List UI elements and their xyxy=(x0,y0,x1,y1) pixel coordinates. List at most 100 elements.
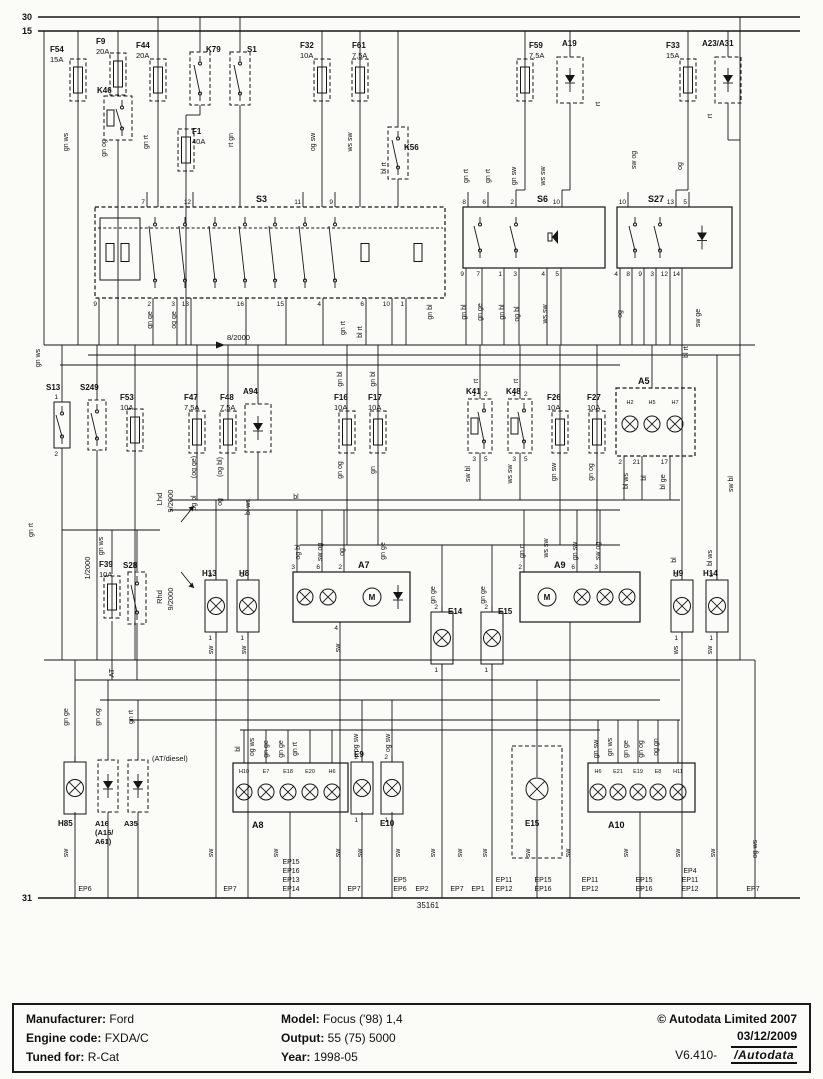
bus-label: 15 xyxy=(22,26,32,36)
lamp-icon xyxy=(296,588,314,606)
contact-icon xyxy=(298,225,306,281)
wire-color-label: og xyxy=(677,162,684,170)
unit-label: A10 xyxy=(608,820,625,830)
earth-point-label: EP16 xyxy=(635,886,652,893)
wire-color-label: bl rt xyxy=(381,162,388,174)
lamp-icon xyxy=(621,415,639,433)
earth-point-label: EP12 xyxy=(681,886,698,893)
wire-color-label: sw xyxy=(395,848,402,858)
note-label: Lhd xyxy=(155,493,164,506)
wire-color-label: (og bl) xyxy=(217,457,224,477)
contact-icon xyxy=(333,222,337,227)
unit-A5 xyxy=(615,387,696,457)
diode-icon xyxy=(133,781,143,789)
note-label: 9/2000 xyxy=(166,490,175,513)
lamp-icon xyxy=(609,783,627,801)
pin-number: 1 xyxy=(674,635,678,642)
pin-number: 13 xyxy=(182,301,190,308)
fuse-rating: 20A xyxy=(96,47,109,56)
legend-right-column: © Autodata Limited 2007 03/12/2009 V6.41… xyxy=(611,1012,797,1064)
wire-color-label: sw xyxy=(707,645,714,655)
inner-component-label: H6 xyxy=(328,769,335,775)
lamp-icon xyxy=(596,588,614,606)
earth-point-label: EP7 xyxy=(223,886,236,893)
contact-icon xyxy=(477,411,485,442)
wire-color-label: gn bl xyxy=(337,371,344,387)
manufacturer-value: Ford xyxy=(109,1012,135,1026)
wire-color-label: sw xyxy=(482,848,489,858)
wire-color-label: sw xyxy=(457,848,464,858)
lamp-icon xyxy=(673,597,691,615)
pin-number: 3 xyxy=(594,564,598,571)
pin-number: 3 xyxy=(291,564,295,571)
pin-number: 3 xyxy=(512,456,516,463)
pin-number: 6 xyxy=(571,564,575,571)
device-label: K46 xyxy=(97,86,112,95)
contact-icon xyxy=(514,222,518,227)
wire-color-label: gn rt xyxy=(519,544,526,558)
wire-color-label: og sw xyxy=(353,733,360,752)
speaker-icon xyxy=(552,230,558,244)
lamp-icon xyxy=(632,786,644,798)
wire-color-label: sw xyxy=(241,645,248,655)
pin-number: 3 xyxy=(171,301,175,308)
diode-icon xyxy=(253,423,263,431)
pin-number: 11 xyxy=(294,199,301,206)
pin-number: 10 xyxy=(619,199,627,206)
fuse-label: F44 xyxy=(136,41,150,50)
autodata-logo: Autodata xyxy=(731,1046,797,1064)
lamp-icon xyxy=(669,418,681,430)
fuse-label: F1 xyxy=(192,127,202,136)
fuse-label: F26 xyxy=(547,393,561,402)
pin-number: 1 xyxy=(512,391,516,398)
fuse-label: F39 xyxy=(99,560,113,569)
contact-icon xyxy=(633,222,637,227)
device-S249 xyxy=(87,399,107,451)
inner-component-label: H6 xyxy=(594,769,601,775)
fuse-label: F59 xyxy=(529,41,543,50)
resistor-icon xyxy=(120,243,130,262)
lamp-icon xyxy=(669,783,687,801)
fuse-rating: 40A xyxy=(192,137,205,146)
lamp-icon xyxy=(483,629,501,647)
lamp-icon xyxy=(279,783,297,801)
contact-icon xyxy=(153,222,157,227)
wire-color-label: gn og xyxy=(337,461,344,479)
pin-number: 9 xyxy=(638,271,642,278)
lamp-label: H14 xyxy=(703,569,718,578)
lamp-icon xyxy=(576,591,588,603)
pin-number: 4 xyxy=(317,301,321,308)
bus-label: 30 xyxy=(22,12,32,22)
fuse-label: F53 xyxy=(120,393,134,402)
output-value: 55 (75) 5000 xyxy=(327,1031,396,1045)
wire-color-label: og bl xyxy=(514,306,521,322)
wire-color-label: sw og xyxy=(317,543,324,561)
wire-color-label: gn sw xyxy=(593,739,600,758)
unit-label: S3 xyxy=(256,194,267,204)
wire-color-label: og gn xyxy=(653,738,660,756)
lamp-label: E15 xyxy=(498,607,513,616)
lamp-icon xyxy=(592,786,604,798)
lamp-icon xyxy=(239,597,257,615)
earth-point-label: EP11 xyxy=(496,877,513,884)
wire-color-label: bl xyxy=(235,746,242,752)
note-label: Rhd xyxy=(155,590,164,604)
pin-number: 1 xyxy=(472,391,476,398)
wire-color-label: gn ge xyxy=(623,740,630,758)
wire-color-label: gn rt xyxy=(128,710,135,724)
contact-icon xyxy=(115,108,123,129)
device-label: (A16/ xyxy=(95,828,114,837)
wire-color-label: sw xyxy=(273,848,280,858)
wire-color-label: sw xyxy=(335,848,342,858)
unit-label: S27 xyxy=(648,194,664,204)
lamp-icon xyxy=(618,588,636,606)
pin-number: 2 xyxy=(674,572,678,579)
fuse-label: F17 xyxy=(368,393,382,402)
fuse-rating: 10A xyxy=(547,403,560,412)
wire-color-label: og bl xyxy=(295,544,302,560)
wiring-diagram: 301531F5415AF920AF4420AF3210AF617,5AF597… xyxy=(22,12,800,910)
pin-number: 2 xyxy=(510,199,514,206)
legend-row: Manufacturer: Ford xyxy=(26,1012,281,1026)
pin-number: 2 xyxy=(338,564,342,571)
wire-color-label: gn ge xyxy=(430,586,437,604)
